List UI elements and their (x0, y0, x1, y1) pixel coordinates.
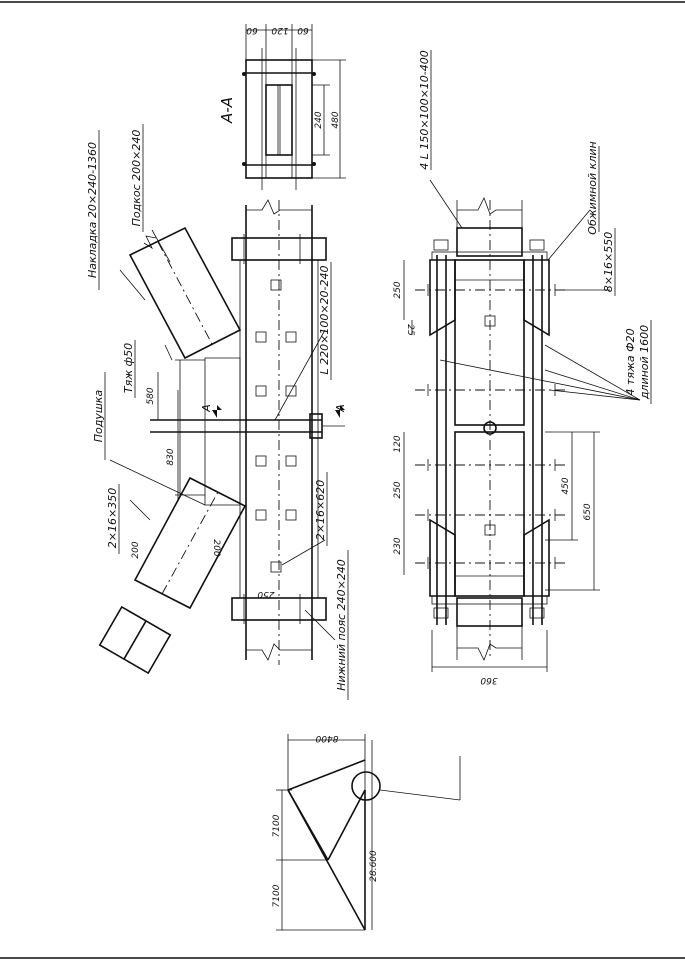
dim-r230: 230 (393, 537, 403, 554)
label-nizhniy-poyas: Нижний пояс 240×240 (335, 559, 348, 691)
dim-r250b: 250 (393, 481, 403, 498)
dim-r120: 120 (393, 435, 403, 452)
section-title: A-A (218, 97, 236, 124)
label-dlinoy: длиной 1600 (638, 325, 651, 400)
label-podkos: Подкос 200×240 (130, 130, 143, 227)
section-mark-left: A (200, 404, 213, 413)
label-ugolok-right: 4 L 150×100×10-400 (418, 50, 431, 170)
dim-480: 480 (331, 111, 341, 128)
dim-r450: 450 (561, 477, 571, 494)
dim-7100-top: 7100 (272, 814, 282, 837)
dim-r250: 250 (393, 281, 403, 298)
dim-r25: 25 (405, 324, 415, 336)
dim-120: 120 (271, 25, 288, 35)
dim-8400: 8400 (315, 733, 338, 743)
dim-60-right: 60 (297, 25, 309, 35)
label-tyazha: 4 тяжа Ф20 (624, 328, 637, 395)
truss-scheme (276, 734, 461, 931)
section-mark-right: A (334, 404, 347, 413)
left-joint (98, 199, 345, 675)
dim-580: 580 (146, 387, 156, 404)
label-bolt-350: 2×16×350 (106, 488, 119, 548)
dim-28600: 28.600 (369, 850, 379, 882)
section-a-a (242, 24, 346, 190)
right-joint (403, 179, 641, 672)
label-nakladka: Накладка 20×240-1360 (86, 142, 99, 278)
label-podushka: Подушка (92, 389, 105, 442)
dim-r650: 650 (583, 503, 593, 520)
dim-200-right: 200 (211, 539, 221, 556)
dim-60-left: 60 (246, 25, 258, 35)
dim-250-bottom: 250 (257, 589, 274, 599)
dim-240: 240 (314, 111, 324, 128)
label-bolt-550: 8×16×550 (602, 232, 615, 292)
label-tyazh: Тяж ф50 (122, 343, 135, 393)
dim-830: 830 (166, 448, 176, 465)
dim-7100-bottom: 7100 (272, 884, 282, 907)
label-ugolok-top: L 220×100×20-240 (318, 265, 331, 374)
label-obzhimnoy: Обжимной клин (586, 141, 599, 234)
dim-200-left: 200 (131, 541, 141, 558)
dim-r360: 360 (480, 675, 497, 685)
label-bolt-620: 2×16×620 (314, 480, 327, 540)
